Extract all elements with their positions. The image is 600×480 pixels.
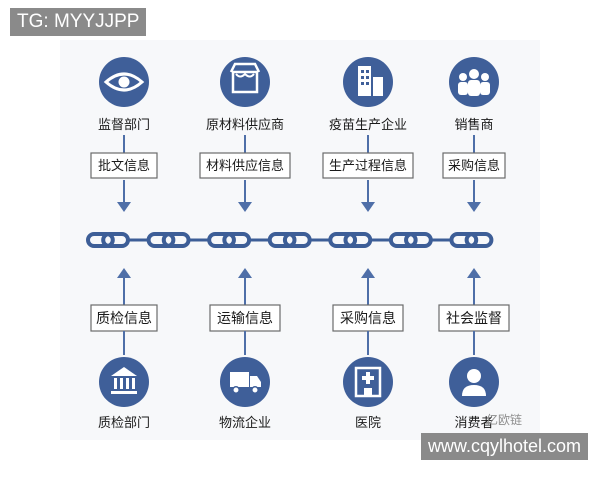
bottom-node-label: 消费者 — [454, 416, 493, 431]
info-box-label: 批文信息 — [98, 158, 150, 174]
up-arrow — [117, 268, 131, 278]
bottom-node-label: 医院 — [355, 416, 381, 431]
bottom-node-label: 物流企业 — [219, 415, 271, 431]
info-box-label: 社会监督 — [446, 311, 502, 327]
top-node-label: 监督部门 — [98, 118, 150, 133]
down-arrow — [238, 202, 252, 212]
top-node-label: 原材料供应商 — [206, 117, 284, 133]
top-node-supervision: 监督部门 批文信息 — [90, 57, 158, 212]
info-box-label: 采购信息 — [340, 310, 396, 327]
bottom-node-consumer: 社会监督 消费者 — [438, 268, 510, 431]
watermark-top-left: TG: MYYJJPP — [10, 8, 147, 36]
info-box — [322, 152, 414, 179]
down-arrow — [117, 202, 131, 212]
up-arrow — [467, 268, 481, 278]
info-box — [199, 152, 291, 179]
watermark-bottom-right: www.cqylhotel.com — [420, 433, 588, 460]
bottom-node-hospital: 采购信息 医院 — [332, 268, 404, 431]
top-node-vaccine-producer: 疫苗生产企业 生产过程信息 — [322, 57, 414, 212]
info-box — [332, 304, 404, 332]
top-node-label: 销售商 — [454, 117, 493, 133]
up-arrow — [238, 268, 252, 278]
info-box-label: 采购信息 — [448, 158, 500, 174]
top-node-seller: 销售商 采购信息 — [442, 57, 506, 212]
bottom-node-logistics: 运输信息 物流企业 — [209, 268, 281, 431]
blockchain-chain — [86, 232, 494, 248]
top-node-raw-material-supplier: 原材料供应商 材料供应信息 — [199, 57, 291, 212]
top-node-label: 疫苗生产企业 — [329, 117, 407, 133]
info-box-label: 运输信息 — [217, 310, 273, 327]
down-arrow — [361, 202, 375, 212]
bottom-node-quality-inspection: 质检信息 质检部门 — [90, 268, 158, 431]
up-arrow — [361, 268, 375, 278]
info-box — [90, 152, 158, 179]
chain-link-icon — [449, 232, 494, 248]
info-box-label: 材料供应信息 — [206, 158, 284, 174]
info-box-label: 质检信息 — [96, 310, 152, 327]
brand-watermark: 亿欧链 — [485, 413, 522, 427]
info-box-label: 生产过程信息 — [329, 158, 407, 174]
info-box — [442, 152, 506, 179]
info-box — [209, 304, 281, 332]
bank-icon — [99, 357, 149, 407]
down-arrow — [467, 202, 481, 212]
bottom-node-label: 质检部门 — [98, 416, 150, 431]
